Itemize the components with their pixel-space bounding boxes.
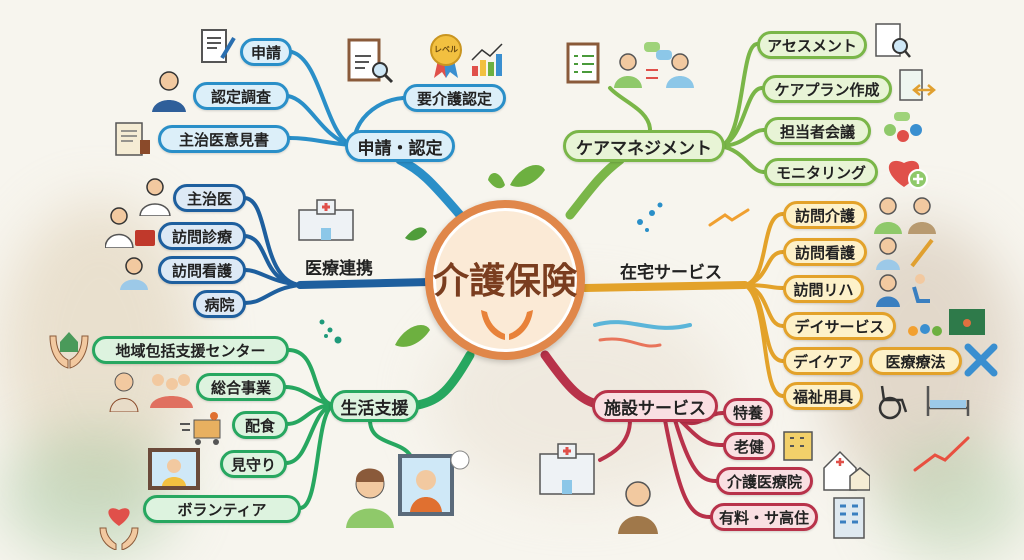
node-community-support-center[interactable]: 地域包括支援センター bbox=[92, 336, 289, 364]
bar-chart-up-icon bbox=[471, 43, 503, 76]
delivery-cart-icon bbox=[180, 412, 221, 445]
hub-care-management[interactable]: ケアマネジメント bbox=[563, 130, 725, 162]
doctor-medical-bag-icon bbox=[105, 207, 155, 248]
level-medal: レベル bbox=[426, 32, 466, 80]
day-service-group-icon bbox=[908, 309, 985, 336]
elderly-man-icon bbox=[618, 481, 658, 534]
node-special-nursing-home[interactable]: 特養 bbox=[723, 398, 773, 426]
apartment-building-icon bbox=[833, 497, 865, 539]
decorative-arrow bbox=[593, 320, 692, 330]
center-node[interactable]: 介護保険 bbox=[425, 200, 585, 360]
family-group-icon bbox=[109, 372, 193, 412]
clipboard-search-icon bbox=[347, 38, 394, 84]
investigator-person-icon bbox=[152, 71, 186, 112]
hub-facility-services[interactable]: 施設サービス bbox=[592, 390, 718, 422]
checklist-magnifier-icon bbox=[875, 23, 911, 58]
document-pen-icon bbox=[201, 29, 236, 63]
node-care-plan-creation[interactable]: ケアプラン作成 bbox=[762, 75, 892, 103]
hands-house-icon bbox=[49, 332, 89, 369]
bandage-icon bbox=[964, 343, 998, 377]
hub-application-certification[interactable]: 申請・認定 bbox=[345, 130, 455, 162]
volunteer-waving-icon bbox=[346, 450, 470, 528]
node-certification-survey[interactable]: 認定調査 bbox=[193, 82, 289, 110]
node-home-rehab[interactable]: 訪問リハ bbox=[783, 275, 864, 303]
care-bed-icon bbox=[926, 386, 970, 416]
node-monitoring[interactable]: モニタリング bbox=[764, 158, 878, 186]
background-blob bbox=[880, 440, 1024, 560]
node-assessment[interactable]: アセスメント bbox=[757, 31, 867, 59]
rehab-therapist-icon bbox=[876, 274, 930, 307]
node-hospital[interactable]: 病院 bbox=[193, 290, 246, 318]
heart-monitor-icon bbox=[888, 160, 928, 189]
node-application[interactable]: 申請 bbox=[240, 38, 292, 66]
node-meal-delivery[interactable]: 配食 bbox=[232, 411, 288, 439]
leaf-icon bbox=[488, 173, 505, 189]
hub-home-services[interactable]: 在宅サービス bbox=[620, 263, 722, 283]
level-medal-icon bbox=[430, 34, 462, 78]
node-volunteer[interactable]: ボランティア bbox=[143, 495, 301, 523]
consultation-people-icon bbox=[614, 42, 694, 88]
meeting-group-icon bbox=[884, 112, 922, 142]
caring-hands-icon bbox=[481, 310, 533, 340]
node-long-term-care-hospital[interactable]: 介護医療院 bbox=[716, 467, 813, 495]
node-home-nursing-visit[interactable]: 訪問看護 bbox=[783, 238, 867, 266]
node-paid-senior-housing[interactable]: 有料・サ高住 bbox=[710, 503, 818, 531]
hospital-building-icon bbox=[539, 443, 595, 495]
wheelchair-icon bbox=[878, 385, 908, 420]
hub-life-support[interactable]: 生活支援 bbox=[330, 390, 419, 422]
node-health-facility[interactable]: 老健 bbox=[723, 432, 775, 460]
node-watching-over[interactable]: 見守り bbox=[220, 450, 287, 478]
nursing-home-building-icon bbox=[783, 431, 813, 461]
node-home-nursing[interactable]: 訪問看護 bbox=[158, 256, 246, 284]
node-day-service[interactable]: デイサービス bbox=[783, 312, 896, 340]
node-medical-therapy[interactable]: 医療療法 bbox=[869, 347, 962, 375]
hospital-building-icon bbox=[298, 199, 354, 241]
node-care-need-certification[interactable]: 要介護認定 bbox=[403, 84, 506, 112]
node-attending-physician[interactable]: 主治医 bbox=[173, 184, 246, 212]
scroll-stamp-icon bbox=[115, 122, 150, 156]
heart-hands-icon bbox=[99, 508, 139, 550]
caregiver-elderly-icon bbox=[874, 197, 936, 234]
center-title: 介護保険 bbox=[433, 261, 578, 302]
nurse-icon bbox=[120, 257, 148, 290]
node-welfare-equipment[interactable]: 福祉用具 bbox=[783, 382, 863, 410]
node-day-care[interactable]: デイケア bbox=[783, 347, 863, 375]
checklist-icon bbox=[566, 42, 600, 84]
node-staff-meeting[interactable]: 担当者会議 bbox=[764, 117, 871, 145]
nurse-syringe-icon bbox=[876, 237, 934, 270]
node-home-medical-visit[interactable]: 訪問診療 bbox=[158, 222, 246, 250]
node-comprehensive-program[interactable]: 総合事業 bbox=[196, 373, 286, 401]
medal-level-text: レベル bbox=[434, 45, 458, 54]
house-clinic-icon bbox=[823, 450, 870, 491]
document-exchange-icon bbox=[899, 69, 936, 101]
hub-medical-coordination[interactable]: 医療連携 bbox=[305, 259, 373, 279]
decorative-dots bbox=[637, 202, 663, 232]
doctor-icon bbox=[139, 178, 171, 216]
window-elderly-icon bbox=[148, 448, 200, 490]
leaf-icon bbox=[510, 165, 545, 187]
node-home-care-visit[interactable]: 訪問介護 bbox=[783, 201, 867, 229]
node-physician-opinion[interactable]: 主治医意見書 bbox=[158, 125, 290, 153]
